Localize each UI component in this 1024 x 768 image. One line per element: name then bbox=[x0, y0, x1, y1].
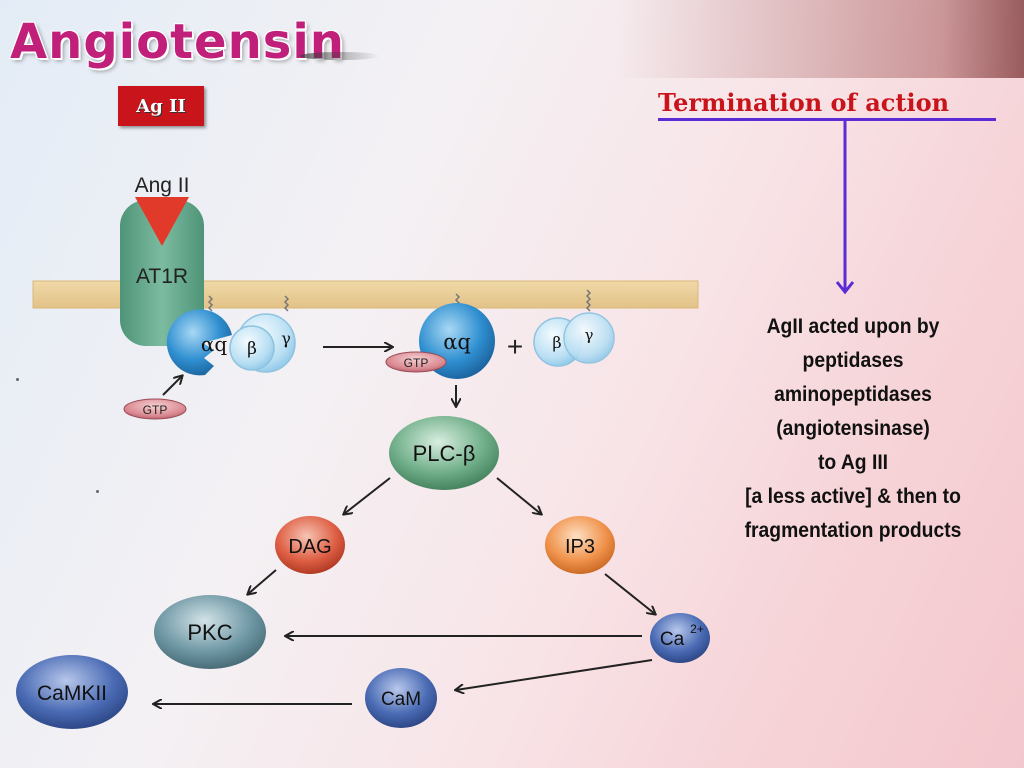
calcium-node bbox=[650, 613, 710, 663]
termination-line: (angiotensinase) bbox=[776, 417, 930, 440]
title-bar bbox=[0, 0, 1024, 78]
gtp-label-2: GTP bbox=[404, 356, 429, 370]
gamma-label-1: γ bbox=[281, 329, 291, 348]
ag-ii-badge: Ag II bbox=[118, 86, 204, 126]
at1r-receptor bbox=[120, 200, 204, 346]
ip3-node bbox=[545, 516, 615, 574]
gamma-label-2: γ bbox=[585, 326, 594, 344]
beta-subunit-inactive bbox=[229, 325, 275, 371]
termination-line: to Ag III bbox=[817, 451, 889, 474]
beta-label-1: β bbox=[247, 339, 257, 359]
termination-line: AgII acted upon by bbox=[766, 315, 940, 338]
at1r-label: AT1R bbox=[136, 265, 188, 288]
badge-label: Ag II bbox=[136, 95, 186, 117]
termination-description: AgII acted upon by peptidases aminopepti… bbox=[720, 310, 987, 548]
cam-node bbox=[365, 668, 437, 728]
gamma-subunit-free bbox=[563, 312, 615, 364]
ang-ii-label: Ang II bbox=[135, 174, 190, 197]
lipid-anchors bbox=[207, 289, 592, 312]
termination-heading: Termination of action bbox=[658, 88, 950, 117]
gtp-pill-2 bbox=[385, 351, 447, 373]
dag-label: DAG bbox=[288, 536, 331, 558]
camkii-node bbox=[16, 655, 128, 729]
title-swoosh bbox=[300, 52, 380, 60]
plc-beta-label: PLC-β bbox=[413, 441, 476, 466]
calcium-label: Ca bbox=[660, 629, 685, 650]
gtp-label-1: GTP bbox=[143, 403, 168, 417]
alpha-q-label-1: αq bbox=[201, 332, 228, 356]
dag-to-pkc-arrow bbox=[248, 569, 277, 594]
plus-sign: + bbox=[507, 331, 523, 362]
cam-label: CaM bbox=[381, 689, 421, 710]
dag-node bbox=[275, 516, 345, 574]
pkc-node bbox=[154, 595, 266, 669]
alpha-q-subunit-inactive bbox=[166, 309, 232, 376]
plc-to-dag-arrow bbox=[344, 477, 391, 514]
speck bbox=[96, 490, 99, 493]
gtp-binding-arrow bbox=[162, 376, 182, 396]
ca-to-cam-arrow bbox=[456, 659, 653, 690]
termination-line: aminopeptidases bbox=[774, 383, 932, 406]
speck bbox=[16, 378, 19, 381]
termination-line: [a less active] & then to bbox=[745, 485, 961, 508]
ip3-to-ca-arrow bbox=[604, 573, 655, 614]
alpha-q-label-2: αq bbox=[443, 330, 471, 354]
termination-underline bbox=[658, 118, 996, 121]
calcium-charge-label: 2+ bbox=[690, 622, 704, 636]
slide-title: Angiotensin bbox=[10, 14, 345, 70]
camkii-label: CaMKII bbox=[37, 682, 107, 705]
ang-ii-ligand-triangle bbox=[135, 197, 189, 246]
termination-line: peptidases bbox=[802, 349, 904, 372]
plc-beta-node bbox=[389, 416, 499, 490]
gtp-pill-1 bbox=[123, 398, 187, 420]
termination-line: fragmentation products bbox=[744, 519, 962, 542]
pkc-label: PKC bbox=[187, 620, 232, 645]
beta-label-2: β bbox=[552, 333, 561, 352]
plc-to-ip3-arrow bbox=[496, 477, 541, 514]
ip3-label: IP3 bbox=[565, 536, 595, 558]
